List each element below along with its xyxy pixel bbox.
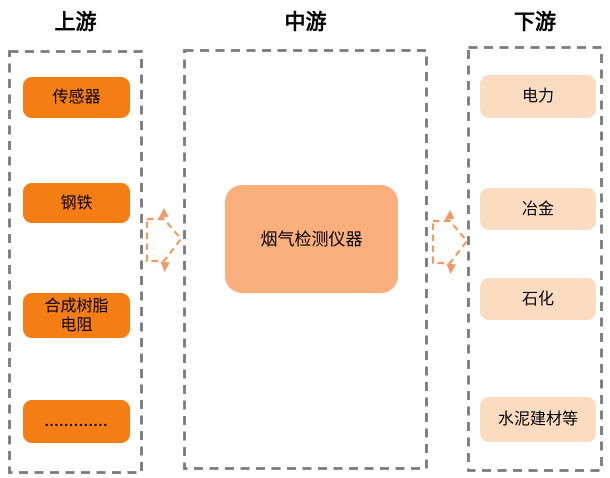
arrow-tip-top <box>444 210 455 221</box>
downstream-item-cement-building-materials: 水泥建材等 <box>480 397 596 442</box>
upstream-column-border <box>8 50 143 474</box>
midstream-item-flue-gas-detector: 烟气检测仪器 <box>225 185 398 293</box>
upstream-item-steel: 钢铁 <box>23 183 130 223</box>
upstream-item-sensor: 传感器 <box>23 77 130 118</box>
arrow-outline <box>431 219 469 265</box>
arrow-outline <box>145 217 183 263</box>
downstream-title: 下游 <box>514 11 556 34</box>
arrow-tip-bottom <box>446 263 456 274</box>
upstream-title: 上游 <box>54 11 97 34</box>
downstream-column-border <box>467 46 603 472</box>
midstream-column-border <box>183 49 428 470</box>
upstream-item-resin-resistor: 合成树脂 电阻 <box>23 293 130 338</box>
arrow-tip-bottom <box>160 261 170 272</box>
right-block-arrow-icon <box>431 210 469 274</box>
upstream-item-ellipsis: ............. <box>23 400 130 443</box>
downstream-item-electric-power: 电力 <box>480 75 596 118</box>
arrow-tip-top <box>158 208 169 219</box>
midstream-title: 中游 <box>284 11 327 34</box>
downstream-item-petrochemical: 石化 <box>480 278 596 320</box>
right-block-arrow-icon <box>145 208 183 272</box>
downstream-item-metallurgy: 冶金 <box>480 188 596 230</box>
